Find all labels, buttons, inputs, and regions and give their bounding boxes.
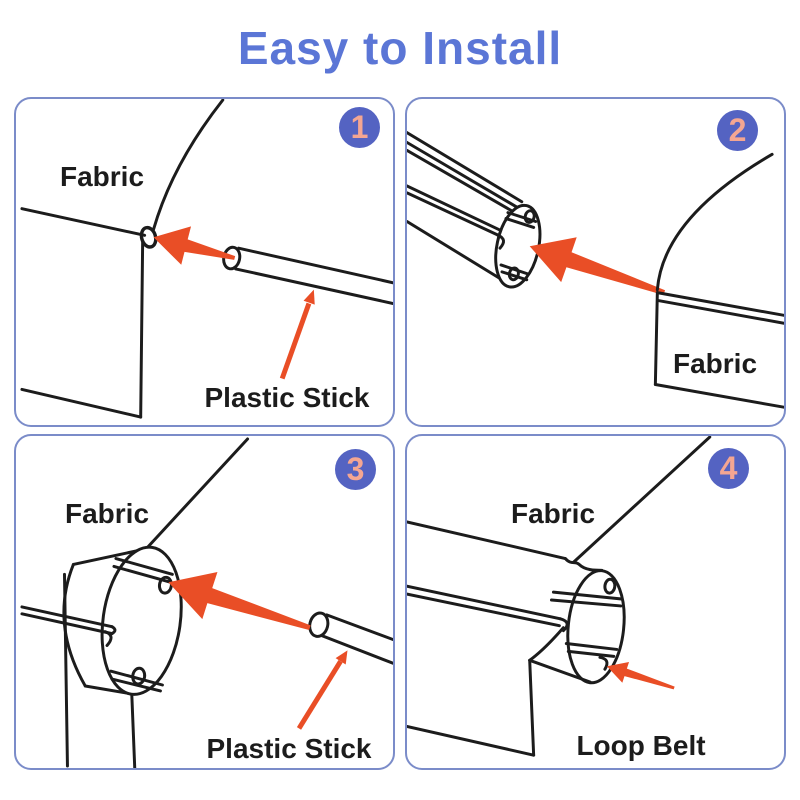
installed-stick <box>20 605 117 636</box>
step2-badge: 2 <box>717 110 758 151</box>
fabric-sheet <box>407 436 712 757</box>
plastic-stick-label: Plastic Stick <box>206 733 372 764</box>
loop-belt-groove <box>598 655 609 671</box>
stick-hole <box>157 575 173 595</box>
step4-panel: Fabric Loop Belt 4 <box>405 434 786 770</box>
stick-pointer-arrow-icon <box>279 289 315 380</box>
roller-tube <box>407 131 542 289</box>
stick-pointer-arrow-icon <box>296 650 348 730</box>
fabric-pocket-opening <box>139 225 158 249</box>
plastic-stick <box>308 611 393 665</box>
page-title: Easy to Install <box>237 22 563 74</box>
step1-diagram <box>20 99 393 419</box>
step4-badge: 4 <box>708 448 749 489</box>
roller-tube <box>528 569 626 685</box>
plastic-stick <box>222 245 393 305</box>
fabric-sheet <box>653 152 784 409</box>
loop-belt-pointer-arrow-icon <box>606 661 675 690</box>
tube-end-face <box>100 545 183 696</box>
step1-panel: Fabric Plastic Stick 1 <box>14 97 395 427</box>
step3-badge: 3 <box>335 449 376 490</box>
fabric-label: Fabric <box>59 161 145 192</box>
fabric-label: Fabric <box>510 498 596 529</box>
loop-belt-label: Loop Belt <box>576 730 706 761</box>
step3-panel: Fabric Plastic Stick 3 <box>14 434 395 770</box>
step2-panel: Fabric 2 <box>405 97 786 427</box>
tube-slot-groove <box>496 233 505 250</box>
tube-face-grooves <box>103 557 174 693</box>
fabric-sheet <box>20 99 225 419</box>
step1-badge: 1 <box>339 107 380 148</box>
fabric-label: Fabric <box>64 498 150 529</box>
insert-arrow-icon <box>168 572 311 631</box>
step3-diagram <box>20 437 393 768</box>
step2-diagram <box>407 131 784 409</box>
fabric-label: Fabric <box>672 348 758 379</box>
step4-diagram <box>407 436 712 757</box>
fabric-roller <box>62 437 250 768</box>
insert-arrow-icon <box>529 237 666 295</box>
insert-arrow-icon <box>153 226 236 265</box>
plastic-stick-label: Plastic Stick <box>204 382 370 413</box>
